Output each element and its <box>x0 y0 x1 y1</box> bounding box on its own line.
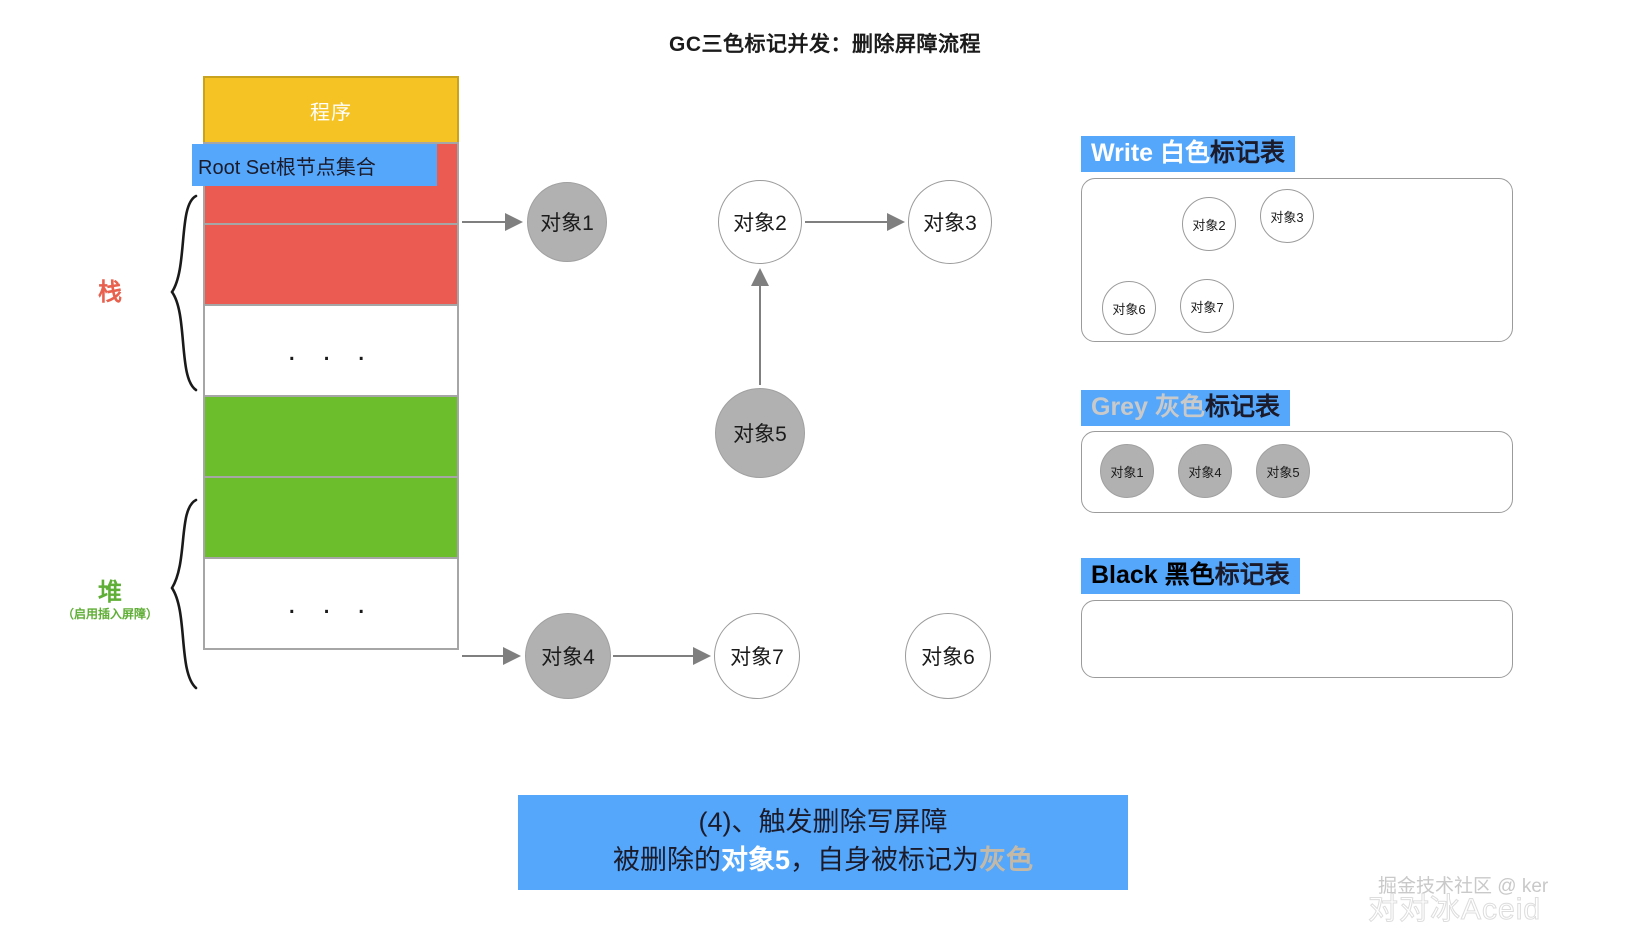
heap-cell-2 <box>203 476 459 559</box>
caption-line2-color: 灰色 <box>979 845 1034 876</box>
heap-brace <box>170 498 198 690</box>
node-obj2[interactable]: 对象2 <box>718 180 802 264</box>
heap-region-label: 堆 <box>98 579 122 606</box>
memory-column: 程序 . . . . . . Root Set根节点集合 <box>192 76 459 650</box>
caption-line2-prefix: 被删除的 <box>612 845 721 876</box>
black-mark-table-title: Black 黑色标记表 <box>1081 558 1300 594</box>
stack-cell-2 <box>203 223 459 306</box>
node-obj5[interactable]: 对象5 <box>715 388 805 478</box>
white-mark-table-title: Write 白色标记表 <box>1081 136 1296 172</box>
white-table-title-en: Write <box>1091 139 1160 167</box>
heap-region-sublabel: （启用插入屏障） <box>61 607 158 621</box>
black-mark-table-box <box>1081 600 1513 678</box>
grey-mark-table-box: 对象1 对象4 对象5 <box>1081 431 1513 513</box>
node-obj6[interactable]: 对象6 <box>905 613 991 699</box>
caption-banner: (4)、触发删除写屏障 被删除的对象5，自身被标记为灰色 <box>518 795 1128 890</box>
grey-chip-obj4[interactable]: 对象4 <box>1178 444 1232 498</box>
white-mark-table-box: 对象2 对象3 对象6 对象7 <box>1081 178 1513 342</box>
grey-table-title-tail: 标记表 <box>1204 393 1280 421</box>
node-obj7[interactable]: 对象7 <box>714 613 800 699</box>
watermark-primary: 掘金技术社区 @ ker <box>1378 876 1549 897</box>
page-title: GC三色标记并发：删除屏障流程 <box>669 33 981 56</box>
black-table-title-en: Black <box>1091 561 1165 589</box>
heap-dots: . . . <box>287 586 375 620</box>
heap-dots-cell: . . . <box>203 557 459 650</box>
caption-line2-middle: ，自身被标记为 <box>790 845 980 876</box>
grey-table-title-cn: 灰色 <box>1154 393 1205 421</box>
heap-cell-1 <box>203 395 459 478</box>
node-obj1[interactable]: 对象1 <box>527 182 607 262</box>
grey-chip-obj1[interactable]: 对象1 <box>1100 444 1154 498</box>
node-obj4[interactable]: 对象4 <box>525 613 611 699</box>
white-table-title-tail: 标记表 <box>1210 139 1286 167</box>
watermark-secondary: 对对冰Aceid <box>1367 893 1542 927</box>
grey-table-title-en: Grey <box>1091 393 1155 421</box>
black-table-title-tail: 标记表 <box>1214 561 1290 589</box>
node-obj3[interactable]: 对象3 <box>908 180 992 264</box>
white-chip-obj6[interactable]: 对象6 <box>1102 281 1156 335</box>
grey-mark-table-title: Grey 灰色标记表 <box>1081 390 1290 426</box>
program-box: 程序 <box>203 76 459 144</box>
caption-line2-object: 对象5 <box>720 845 791 876</box>
white-chip-obj7[interactable]: 对象7 <box>1180 279 1234 333</box>
stack-region-label: 栈 <box>98 279 122 306</box>
root-set-bar: Root Set根节点集合 <box>192 144 437 186</box>
stack-dots-cell: . . . <box>203 304 459 397</box>
black-table-title-cn: 黑色 <box>1164 561 1215 589</box>
white-table-title-cn: 白色 <box>1160 139 1211 167</box>
white-chip-obj3[interactable]: 对象3 <box>1260 189 1314 243</box>
stack-brace <box>170 194 198 392</box>
caption-line-2: 被删除的对象5，自身被标记为灰色 <box>518 841 1128 879</box>
grey-chip-obj5[interactable]: 对象5 <box>1256 444 1310 498</box>
white-chip-obj2[interactable]: 对象2 <box>1182 197 1236 251</box>
stack-dots: . . . <box>287 333 375 367</box>
caption-line-1: (4)、触发删除写屏障 <box>698 807 948 837</box>
